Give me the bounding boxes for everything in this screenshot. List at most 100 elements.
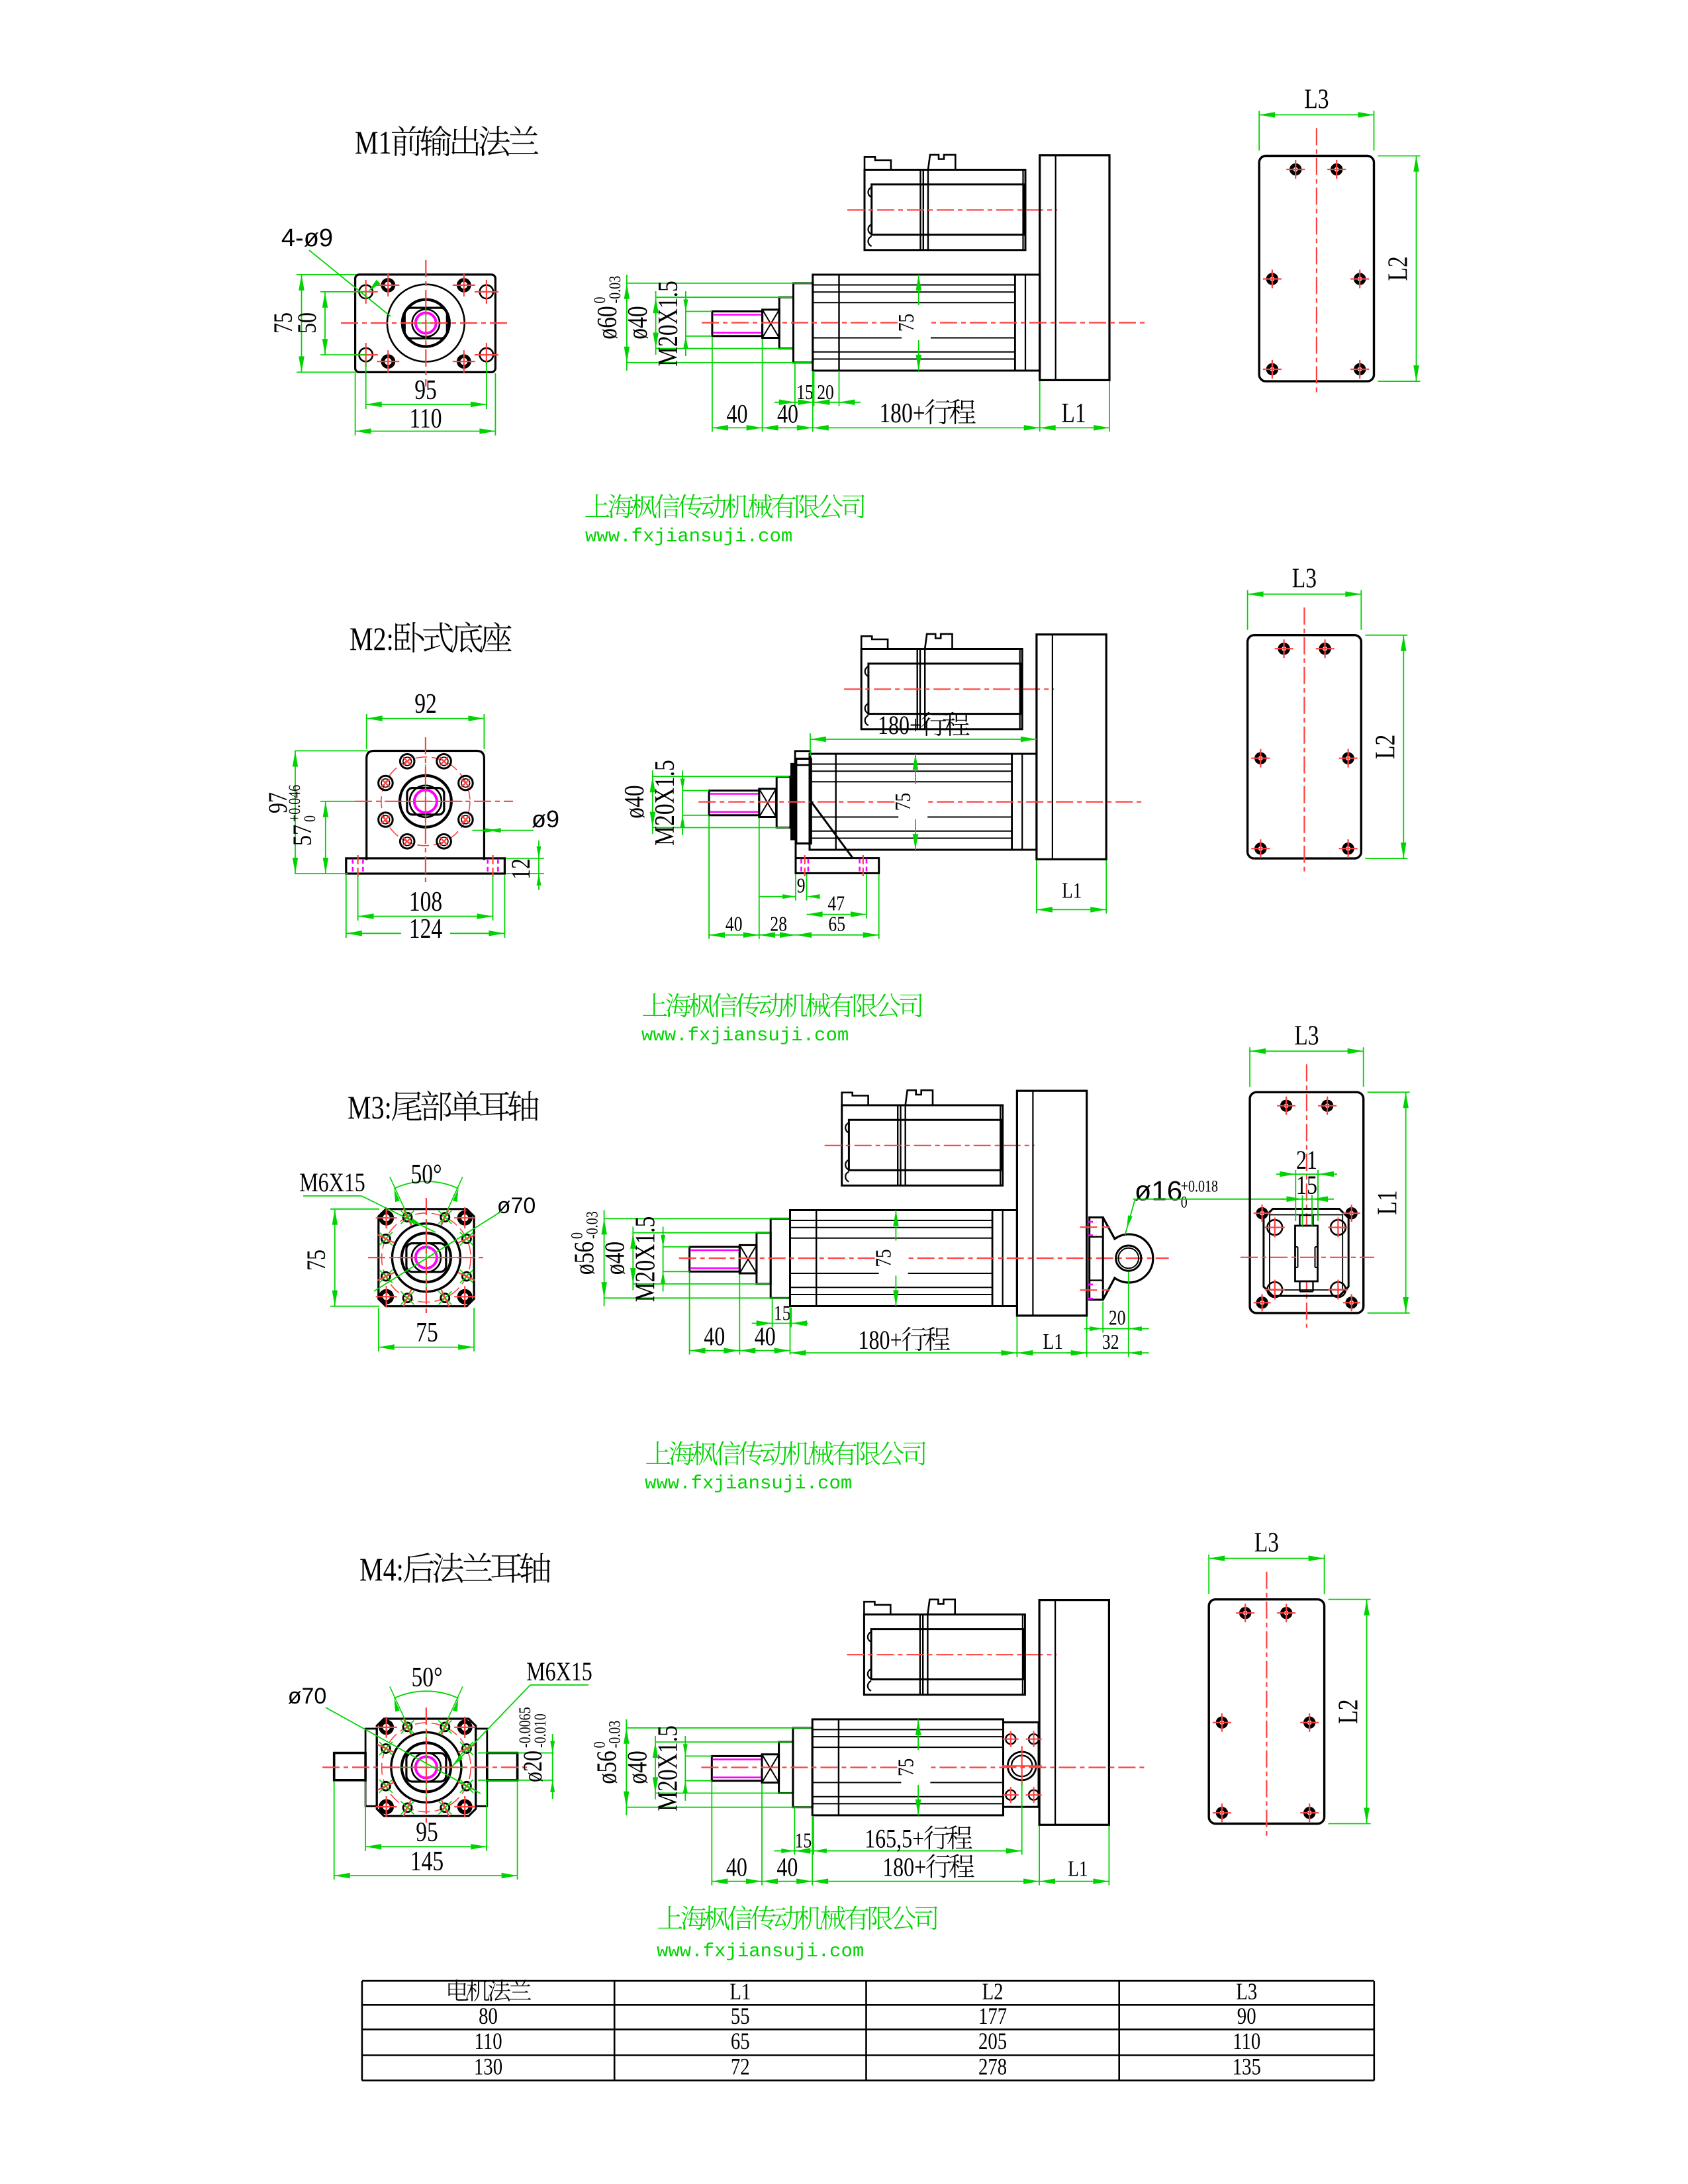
svg-text:L1: L1 [1043, 1330, 1063, 1354]
svg-text:L2: L2 [1370, 735, 1401, 759]
svg-text:15: 15 [1296, 1170, 1317, 1200]
svg-text:15: 15 [795, 1829, 812, 1852]
svg-text:95: 95 [414, 375, 437, 406]
svg-text:-0.03: -0.03 [584, 1211, 602, 1239]
svg-text:28: 28 [770, 912, 787, 936]
svg-text:L1: L1 [729, 1978, 751, 2005]
svg-text:15: 15 [796, 380, 814, 404]
svg-text:www.fxjiansuji.com: www.fxjiansuji.com [657, 1940, 864, 1962]
svg-text:L1: L1 [1061, 398, 1086, 429]
svg-text:ø16: ø16 [1135, 1175, 1182, 1206]
svg-text:278: 278 [978, 2054, 1007, 2080]
svg-text:L3: L3 [1292, 564, 1317, 594]
svg-text:110: 110 [1233, 2028, 1260, 2054]
svg-text:124: 124 [409, 914, 442, 944]
svg-text:M3:: M3: [348, 1089, 392, 1126]
svg-text:57: 57 [287, 825, 317, 846]
svg-text:75: 75 [891, 793, 915, 811]
svg-text:www.fxjiansuji.com: www.fxjiansuji.com [645, 1473, 852, 1494]
svg-text:21: 21 [1296, 1145, 1317, 1175]
svg-text:ø20: ø20 [518, 1751, 547, 1782]
svg-text:M1: M1 [355, 124, 392, 161]
svg-text:ø56: ø56 [570, 1242, 600, 1275]
svg-text:-0.0065: -0.0065 [516, 1707, 534, 1748]
svg-text:20: 20 [1109, 1306, 1126, 1330]
svg-text:L2: L2 [982, 1978, 1004, 2005]
svg-text:M20X1.5: M20X1.5 [653, 281, 684, 367]
svg-text:40: 40 [726, 1852, 747, 1882]
svg-text:ø9: ø9 [532, 805, 559, 833]
svg-text:47: 47 [827, 891, 845, 915]
svg-text:L3: L3 [1294, 1021, 1319, 1051]
svg-text:180+: 180+ [879, 398, 925, 429]
svg-text:40: 40 [704, 1322, 725, 1351]
svg-text:40: 40 [727, 398, 748, 428]
svg-text:L3: L3 [1254, 1528, 1279, 1559]
svg-text:92: 92 [414, 689, 437, 719]
svg-text:65: 65 [828, 912, 845, 936]
svg-text:40: 40 [777, 398, 798, 428]
svg-text:-0.010: -0.010 [532, 1713, 549, 1748]
svg-text:97: 97 [263, 792, 293, 813]
svg-text:ø40: ø40 [600, 1242, 631, 1275]
svg-text:180+: 180+ [882, 1852, 926, 1882]
svg-text:75: 75 [894, 314, 919, 332]
svg-text:0: 0 [569, 1232, 586, 1239]
svg-text:9: 9 [797, 874, 806, 897]
svg-text:M20X1.5: M20X1.5 [650, 760, 680, 846]
svg-text:0: 0 [590, 1741, 608, 1748]
svg-text:40: 40 [755, 1322, 776, 1351]
svg-text:0: 0 [301, 815, 319, 822]
svg-text:50: 50 [292, 312, 322, 334]
svg-text:L1: L1 [1068, 1857, 1088, 1882]
svg-text:72: 72 [731, 2054, 750, 2080]
svg-text:180+: 180+ [878, 710, 921, 740]
svg-text:ø70: ø70 [497, 1193, 536, 1218]
svg-text:75: 75 [894, 1758, 918, 1776]
svg-text:135: 135 [1233, 2054, 1261, 2080]
svg-text:180+: 180+ [859, 1325, 902, 1355]
svg-text:90: 90 [1237, 2003, 1256, 2029]
svg-text:M4:: M4: [359, 1551, 404, 1588]
svg-text:75: 75 [301, 1250, 331, 1271]
svg-text:M20X1.5: M20X1.5 [631, 1216, 661, 1302]
svg-text:0: 0 [1181, 1194, 1188, 1212]
svg-text:+0.046: +0.046 [286, 785, 304, 822]
svg-text:ø40: ø40 [623, 306, 653, 339]
svg-text:www.fxjiansuji.com: www.fxjiansuji.com [641, 1024, 849, 1046]
svg-text:L3: L3 [1236, 1978, 1257, 2005]
svg-text:145: 145 [410, 1846, 444, 1877]
svg-text:L1: L1 [1373, 1190, 1403, 1214]
svg-text:95: 95 [416, 1817, 438, 1848]
svg-text:ø40: ø40 [622, 1751, 653, 1784]
svg-text:4-ø9: 4-ø9 [281, 224, 333, 252]
svg-text:75: 75 [268, 312, 298, 334]
svg-text:205: 205 [978, 2028, 1007, 2054]
svg-text:40: 40 [776, 1852, 798, 1882]
svg-text:20: 20 [817, 380, 834, 404]
svg-text:165,5+: 165,5+ [865, 1824, 924, 1854]
svg-text:50°: 50° [412, 1662, 443, 1693]
svg-text:www.fxjiansuji.com: www.fxjiansuji.com [585, 525, 792, 547]
svg-text:M6X15: M6X15 [299, 1167, 365, 1197]
svg-text:+0.018: +0.018 [1181, 1178, 1218, 1196]
svg-text:40: 40 [726, 912, 743, 936]
svg-text:32: 32 [1102, 1330, 1119, 1353]
svg-text:L2: L2 [1383, 256, 1414, 281]
svg-text:0: 0 [591, 297, 609, 304]
svg-text:50°: 50° [411, 1160, 442, 1190]
svg-text:110: 110 [475, 2028, 502, 2054]
svg-text:ø56: ø56 [592, 1751, 622, 1784]
svg-text:L2: L2 [1334, 1699, 1364, 1723]
svg-text:65: 65 [731, 2028, 750, 2054]
svg-text:M2:: M2: [350, 620, 394, 657]
svg-text:55: 55 [731, 2003, 750, 2029]
svg-text:-0.03: -0.03 [606, 276, 624, 304]
svg-text:80: 80 [479, 2003, 498, 2029]
svg-text:108: 108 [409, 887, 442, 917]
svg-text:110: 110 [409, 404, 442, 434]
svg-text:130: 130 [474, 2054, 502, 2080]
svg-text:12: 12 [506, 858, 536, 880]
svg-text:ø70: ø70 [288, 1684, 327, 1709]
svg-text:177: 177 [978, 2003, 1007, 2029]
